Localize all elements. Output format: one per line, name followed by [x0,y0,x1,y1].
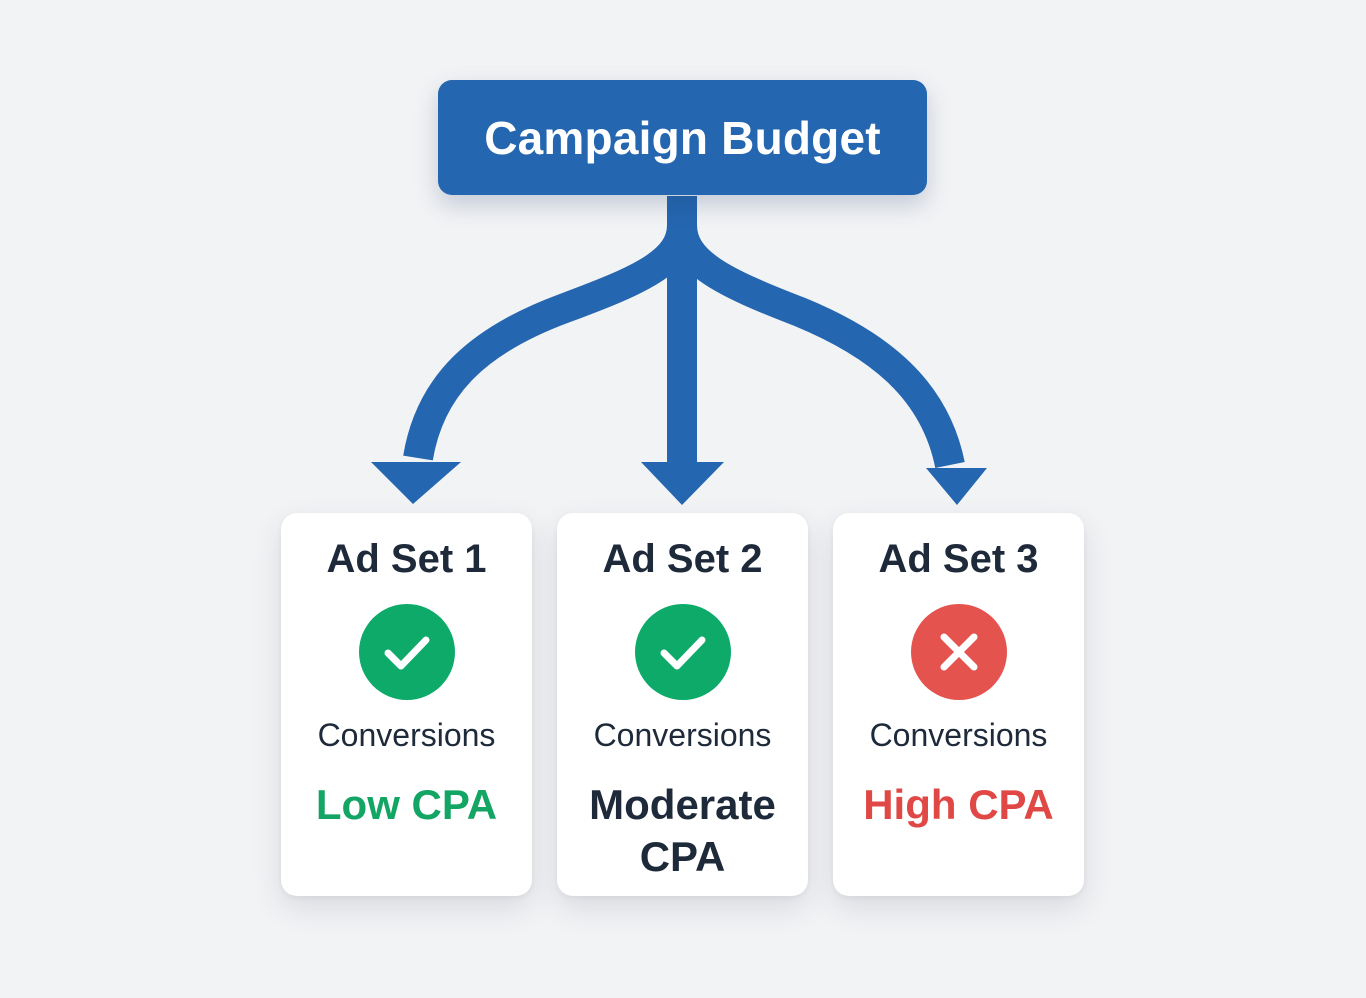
ad-set-2-title: Ad Set 2 [602,537,763,581]
check-icon [359,604,455,700]
ad-set-2-card: Ad Set 2 Conversions Moderate CPA [557,513,808,896]
ad-set-1-title: Ad Set 1 [326,537,487,581]
left-branch-line [403,196,697,461]
ad-set-2-metric: Conversions [593,717,772,753]
right-arrowhead [926,468,987,505]
right-branch-line [667,196,965,469]
campaign-budget-node: Campaign Budget [438,80,927,195]
middle-arrowhead [641,462,724,505]
campaign-budget-label: Campaign Budget [484,111,881,164]
ad-set-3-title: Ad Set 3 [878,537,1039,581]
ad-set-1-cpa: Low CPA [315,781,498,828]
x-icon [911,604,1007,700]
ad-set-1-metric: Conversions [317,717,496,753]
ad-set-3-card: Ad Set 3 Conversions High CPA [833,513,1084,896]
ad-set-3-cpa: High CPA [863,781,1054,828]
ad-set-3-metric: Conversions [869,717,1048,753]
ad-set-2-cpa: Moderate CPA [589,781,776,880]
check-icon [635,604,731,700]
left-arrowhead [371,462,461,504]
ad-set-1-card: Ad Set 1 Conversions Low CPA [281,513,532,896]
